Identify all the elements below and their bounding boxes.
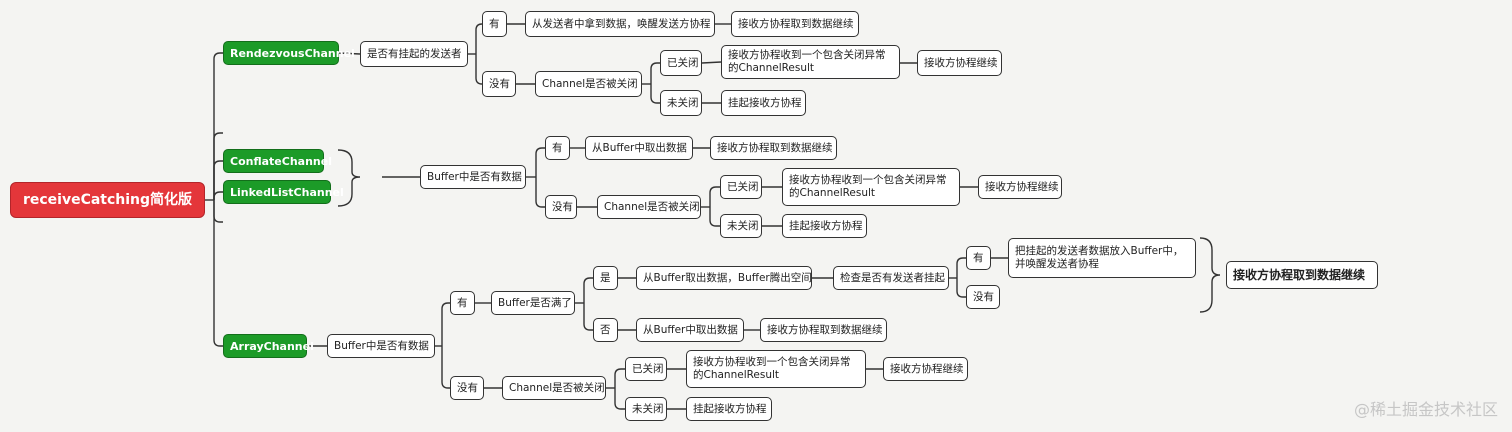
ar-open-action-node: 挂起接收方协程 bbox=[686, 397, 772, 421]
connector-line bbox=[475, 23, 483, 54]
rv-yes-node: 有 bbox=[482, 11, 507, 37]
connector-line bbox=[535, 177, 545, 208]
rv-question-node: 是否有挂起的发送者 bbox=[360, 41, 468, 67]
connector-line bbox=[441, 302, 450, 346]
ar-full-yes-node: 是 bbox=[593, 266, 618, 290]
ar-full-no-result-node: 接收方协程取到数据继续 bbox=[760, 318, 887, 342]
cf-closed-q-node: Channel是否被关闭 bbox=[597, 195, 701, 219]
linkedlist-channel-node: LinkedListChannel bbox=[223, 180, 344, 204]
connector-line bbox=[583, 303, 593, 331]
ar-full-q-node: Buffer是否满了 bbox=[491, 291, 575, 315]
cf-open-node: 未关闭 bbox=[720, 214, 762, 238]
connector-line bbox=[213, 132, 223, 200]
connector-line bbox=[213, 160, 223, 200]
cf-yes-result-node: 接收方协程取到数据继续 bbox=[710, 136, 837, 160]
cf-yes-node: 有 bbox=[545, 136, 570, 160]
ar-full-no-action-node: 从Buffer中取出数据 bbox=[636, 318, 744, 342]
rv-closed-result-node: 接收方协程继续 bbox=[917, 50, 1002, 76]
connector-line bbox=[213, 200, 223, 347]
ar-sender-yes-action-node: 把挂起的发送者数据放入Buffer中，并唤醒发送者协程 bbox=[1008, 238, 1196, 278]
cf-closed-result-node: 接收方协程继续 bbox=[978, 175, 1062, 199]
rv-no-node: 没有 bbox=[482, 71, 516, 97]
connector-line bbox=[338, 52, 361, 55]
ar-final-result-node: 接收方协程取到数据继续 bbox=[1226, 261, 1378, 289]
cf-question-node: Buffer中是否有数据 bbox=[420, 165, 526, 189]
connector-line bbox=[614, 388, 625, 410]
array-channel-node: ArrayChannel bbox=[223, 334, 314, 358]
connector-line bbox=[614, 368, 625, 388]
cf-open-action-node: 挂起接收方协程 bbox=[782, 214, 867, 238]
root-node: receiveCatching简化版 bbox=[10, 182, 205, 218]
connector-line bbox=[650, 84, 660, 104]
ar-closed-q-node: Channel是否被关闭 bbox=[502, 376, 606, 400]
rendezvous-channel-node: RendezvousChannel bbox=[223, 41, 355, 65]
rv-closed-q-node: Channel是否被关闭 bbox=[535, 71, 642, 97]
rv-closed-action-node: 接收方协程收到一个包含关闭异常的ChannelResult bbox=[721, 45, 900, 79]
connector-line bbox=[709, 186, 720, 207]
cf-no-node: 没有 bbox=[545, 195, 577, 219]
ar-closed-result-node: 接收方协程继续 bbox=[883, 357, 968, 381]
connector-line bbox=[213, 200, 223, 223]
cf-closed-node: 已关闭 bbox=[720, 175, 762, 199]
ar-yes-node: 有 bbox=[450, 291, 475, 315]
connector-line bbox=[650, 62, 660, 84]
connector-line bbox=[213, 52, 223, 200]
connector-line bbox=[956, 257, 966, 278]
rv-closed-node: 已关闭 bbox=[660, 50, 702, 76]
connector-line bbox=[337, 149, 361, 207]
watermark: @稀土掘金技术社区 bbox=[1353, 400, 1498, 419]
connector-line bbox=[709, 207, 720, 227]
connector-line bbox=[1199, 237, 1221, 313]
connector-line bbox=[475, 54, 483, 85]
ar-sender-no-node: 没有 bbox=[966, 285, 1000, 309]
ar-full-yes-action-node: 从Buffer取出数据，Buffer腾出空间 bbox=[636, 266, 812, 290]
connector-line bbox=[535, 147, 545, 177]
ar-sender-yes-node: 有 bbox=[966, 246, 991, 270]
connector-line bbox=[583, 277, 593, 303]
ar-closed-action-node: 接收方协程收到一个包含关闭异常的ChannelResult bbox=[686, 350, 866, 388]
ar-full-no-node: 否 bbox=[593, 318, 618, 342]
ar-closed-node: 已关闭 bbox=[625, 357, 667, 381]
rv-yes-action-node: 从发送者中拿到数据，唤醒发送方协程 bbox=[525, 11, 715, 37]
rv-open-action-node: 挂起接收方协程 bbox=[721, 90, 806, 116]
ar-open-node: 未关闭 bbox=[625, 397, 667, 421]
connector-line bbox=[956, 278, 966, 298]
cf-closed-action-node: 接收方协程收到一个包含关闭异常的ChannelResult bbox=[782, 168, 960, 206]
connector-line bbox=[701, 61, 722, 64]
ar-no-node: 没有 bbox=[450, 376, 484, 400]
cf-yes-action-node: 从Buffer中取出数据 bbox=[585, 136, 693, 160]
connector-line bbox=[213, 191, 223, 200]
connector-line bbox=[441, 346, 450, 389]
rv-open-node: 未关闭 bbox=[660, 90, 702, 116]
ar-check-sender-node: 检查是否有发送者挂起 bbox=[833, 266, 949, 290]
rv-yes-result-node: 接收方协程取到数据继续 bbox=[731, 11, 859, 37]
ar-question-node: Buffer中是否有数据 bbox=[327, 334, 435, 358]
conflate-channel-node: ConflateChannel bbox=[223, 149, 332, 173]
